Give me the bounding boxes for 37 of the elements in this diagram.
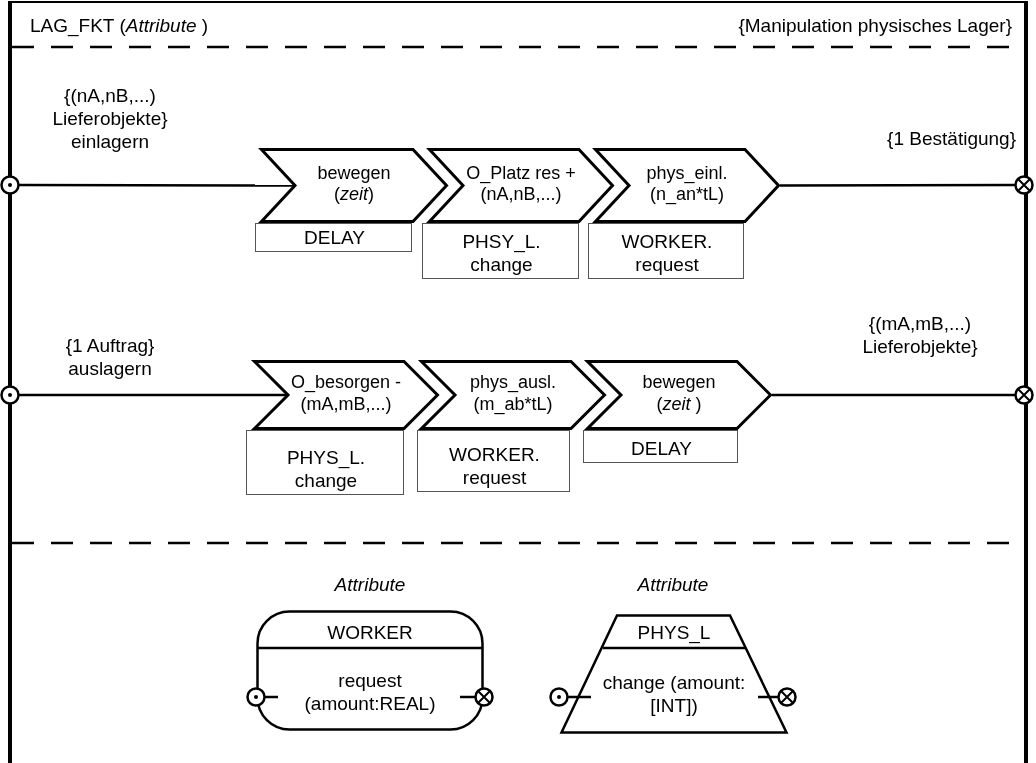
flow-annotation: {1 Auftrag} xyxy=(64,335,156,358)
resource-box xyxy=(422,223,579,279)
stereotype-label: Attribute xyxy=(636,574,710,597)
step-label: bewegen (zeit) xyxy=(316,162,392,206)
connector-line xyxy=(758,695,779,699)
resource-box xyxy=(255,223,412,252)
resource-label: DELAY xyxy=(630,438,693,461)
resource-label: DELAY xyxy=(303,227,366,250)
module-title: LAG_FKT (Attribute ) xyxy=(30,15,209,38)
connector-line xyxy=(460,695,476,699)
connector-line xyxy=(264,695,278,699)
step-label: bewegen (zeit ) xyxy=(641,372,717,416)
class-name: PHYS_L xyxy=(636,622,712,645)
method-signature: change (amount:[INT]) xyxy=(601,672,747,718)
module-note: {Manipulation physisches Lager} xyxy=(738,15,1012,38)
flow-annotation: {(mA,mB,...) Lieferobjekte} xyxy=(861,313,979,359)
step-label: O_Platz res +(nA,nB,...) xyxy=(465,162,577,206)
resource-box xyxy=(588,223,744,279)
flow-annotation: {1 Bestätigung} xyxy=(886,128,1016,151)
resource-box xyxy=(417,430,570,492)
flow-annotation: auslagern xyxy=(67,357,153,381)
resource-label: WORKER. request xyxy=(448,444,541,490)
flow-annotation: einlagern xyxy=(69,130,151,154)
connector-line xyxy=(780,183,1016,187)
resource-label: PHYS_L. change xyxy=(285,447,367,493)
stereotype-label: Attribute xyxy=(333,574,407,597)
class-name: WORKER xyxy=(326,622,414,645)
connector-line xyxy=(567,695,591,699)
step-label: phys_einl. (n_an*tL) xyxy=(645,162,729,206)
resource-label: PHSY_L. change xyxy=(461,231,542,277)
resource-box xyxy=(583,430,738,463)
step-label: phys_ausl. (m_ab*tL) xyxy=(468,372,558,416)
method-signature: request (amount:REAL) xyxy=(303,670,437,716)
resource-label: WORKER. request xyxy=(620,231,714,277)
resource-box xyxy=(246,430,404,495)
connector-line xyxy=(772,393,1016,397)
step-label: O_besorgen -(mA,mB,...) xyxy=(290,372,402,416)
